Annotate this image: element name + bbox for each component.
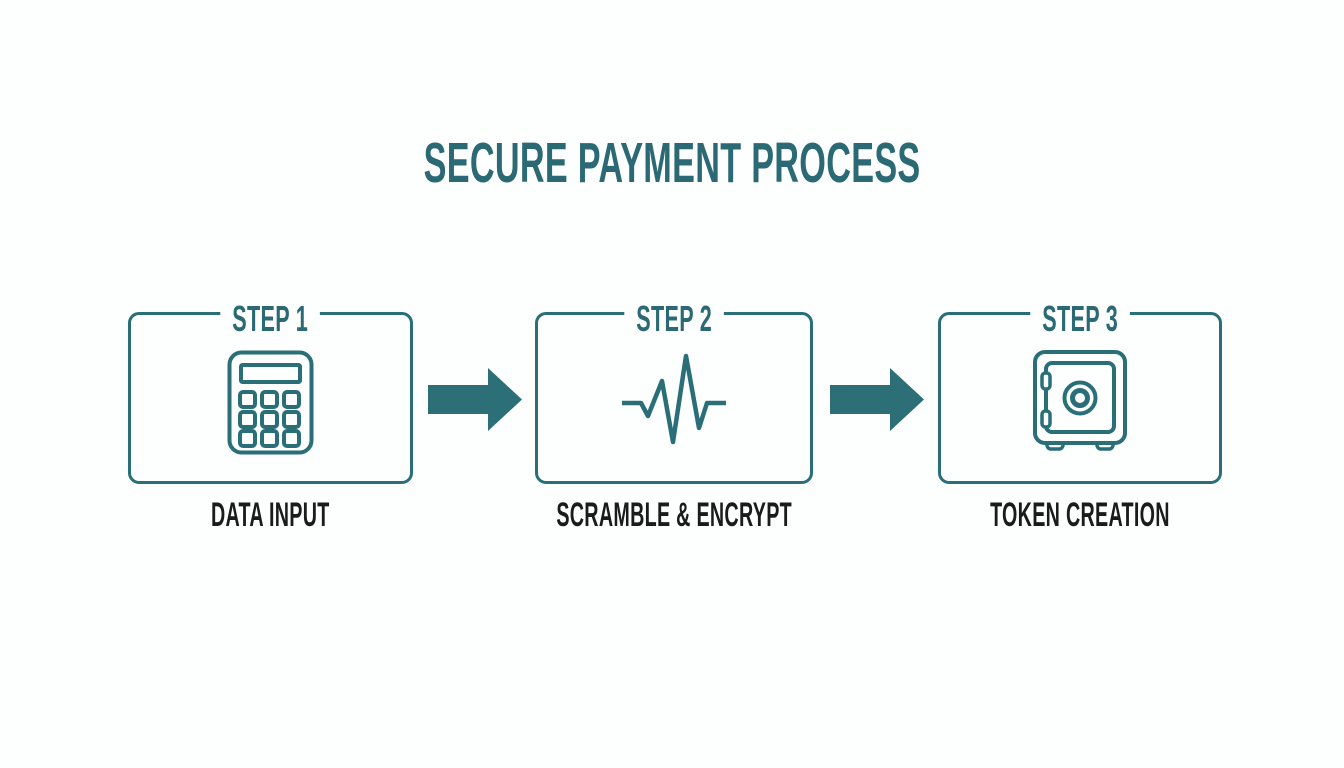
step-box-2: STEP 2: [535, 301, 813, 484]
step-box-1: STEP 1: [128, 301, 413, 484]
safe-icon: [1033, 350, 1127, 453]
step-2-caption-wrap: SCRAMBLE & ENCRYPT: [535, 495, 813, 535]
page-title: SECURE PAYMENT PROCESS: [0, 131, 1344, 195]
arrow-right-icon: [428, 368, 522, 431]
arrow-right-icon: [830, 368, 924, 431]
step-1-label-wrap: STEP 1: [131, 301, 410, 337]
step-2-label-wrap: STEP 2: [538, 301, 810, 337]
page-title-text: SECURE PAYMENT PROCESS: [423, 131, 921, 195]
step-box-3: STEP 3: [938, 301, 1222, 484]
step-1-caption: DATA INPUT: [211, 495, 330, 534]
step-3-label: STEP 3: [1030, 301, 1130, 337]
calculator-icon: [227, 350, 314, 455]
step-3-caption: TOKEN CREATION: [990, 495, 1170, 534]
step-2-label: STEP 2: [624, 301, 724, 337]
step-1-label: STEP 1: [220, 301, 321, 337]
waveform-icon: [622, 351, 726, 447]
step-2-caption: SCRAMBLE & ENCRYPT: [556, 495, 792, 534]
step-3-label-wrap: STEP 3: [941, 301, 1219, 337]
step-1-caption-wrap: DATA INPUT: [128, 495, 413, 535]
step-3-caption-wrap: TOKEN CREATION: [938, 495, 1222, 535]
